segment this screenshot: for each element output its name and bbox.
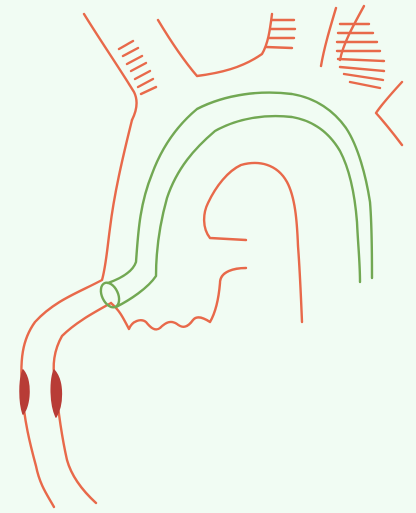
stenosis (20, 370, 61, 417)
left-subclavian-artery (321, 6, 402, 145)
left-common-carotid-artery (158, 14, 295, 76)
aortic-arch-outer-wall (21, 120, 132, 390)
brachiocephalic-trunk (84, 14, 156, 120)
stent-graft (97, 93, 372, 311)
iliac-artery (22, 303, 111, 507)
